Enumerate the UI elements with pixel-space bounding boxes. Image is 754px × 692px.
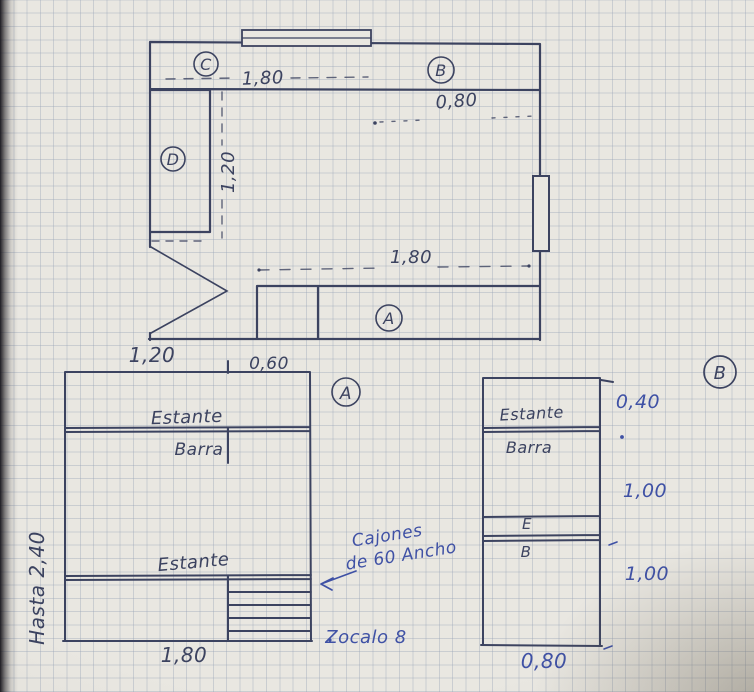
- closet-b-label: B: [435, 61, 446, 80]
- elevation-b-bar-label: Barra: [506, 438, 552, 457]
- elevation-a-dim-right: 0,60: [249, 354, 289, 374]
- dim-dot: [620, 435, 624, 439]
- circled-letter-b-elevation: B: [703, 355, 737, 389]
- baseboard-note: Zocalo 8: [324, 627, 406, 648]
- counter-a-label: A: [382, 309, 394, 328]
- elevation-b-title: B: [714, 363, 727, 384]
- plan-labels: C B D A 1,80 0,80 1,20 1,80: [160, 51, 478, 332]
- dim-dot: [257, 268, 261, 272]
- shelf-mid-label: Estante: [157, 549, 230, 576]
- height-note: Hasta 2,40: [25, 531, 49, 645]
- elevation-b-dim-mid: 1,00: [623, 480, 667, 502]
- elevation-a: [62, 360, 357, 642]
- circled-letter-d: D: [160, 146, 186, 172]
- shelf-top-label: Estante: [151, 406, 224, 429]
- plan-dim-bottom: 1,80: [390, 247, 432, 268]
- circled-letter-b: B: [427, 56, 455, 84]
- circled-letter-a-plan: A: [375, 304, 403, 332]
- dim-dot: [527, 264, 531, 268]
- elevation-a-title: A: [339, 384, 352, 404]
- section-b-label: B: [521, 543, 532, 561]
- elevation-b-dim-bottom: 1,00: [625, 563, 669, 585]
- section-e-label: E: [522, 515, 532, 533]
- bar-label: Barra: [175, 440, 224, 460]
- circled-letter-c: C: [193, 51, 219, 77]
- circled-letter-a-elevation: A: [331, 377, 361, 407]
- floor-plan: [147, 29, 550, 342]
- plan-dim-top: 1,80: [241, 67, 284, 89]
- door-swing: [150, 246, 229, 334]
- dim-tick-bottom: [603, 645, 613, 650]
- wall-niche: [532, 175, 550, 252]
- plan-dim-right: 0,80: [435, 90, 478, 114]
- plan-walls: [147, 40, 542, 342]
- elevation-a-dim-total: 1,80: [161, 643, 208, 667]
- elevation-a-lines: [62, 360, 313, 642]
- closet-c-label: C: [200, 55, 212, 74]
- dim-line-right: [379, 115, 535, 123]
- dim-tick-mid: [608, 541, 618, 546]
- elevation-b-labels: B Estante Barra 0,40 1,00 E B 1,00 0,80: [499, 355, 737, 673]
- elevation-b-dim-width: 0,80: [521, 649, 568, 673]
- elevation-a-dim-left: 1,20: [129, 343, 176, 367]
- elevation-b-shelf-label: Estante: [499, 402, 564, 424]
- dim-dot: [373, 121, 377, 125]
- plan-dim-left-vertical: 1,20: [218, 151, 239, 193]
- elevation-b-dim-top: 0,40: [616, 391, 660, 413]
- closet-d-label: D: [167, 150, 180, 169]
